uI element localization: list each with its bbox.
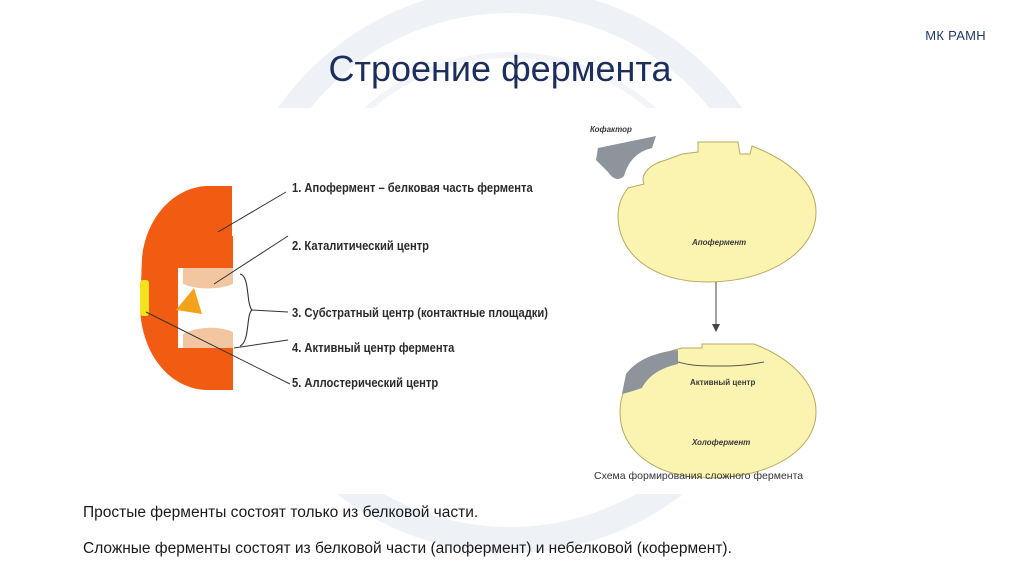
structure-label-3: 3. Субстратный центр (контактные площадк… (292, 305, 548, 320)
catalytic-triangle (176, 288, 202, 314)
structure-label-2: 2. Каталитический центр (292, 238, 430, 253)
enzyme-structure-diagram (140, 186, 291, 390)
complex-enzyme-scheme (596, 136, 817, 479)
bound-cofactor (622, 350, 678, 394)
scheme-caption: Схема формирования сложного фермента (594, 470, 804, 482)
page-title: Строение фермента (328, 48, 672, 89)
brand-label: МК РАМН (925, 28, 986, 43)
leader-line-5 (145, 311, 291, 385)
leader-line-4 (233, 339, 289, 349)
allosteric-site (140, 280, 149, 316)
structure-label-4: 4. Активный центр фермента (292, 340, 455, 355)
contact-pad-bottom (183, 327, 233, 348)
substrate-brace (239, 273, 253, 347)
apoenzyme-ellipse (617, 141, 817, 283)
active-center-label: Активный центр (690, 378, 756, 387)
cofactor-label: Кофактор (590, 125, 632, 134)
active-center-brace (677, 361, 765, 367)
leader-line-2 (213, 235, 289, 285)
structure-label-1: 1. Апофермент – белковая часть фермента (292, 180, 533, 195)
paragraph-complex-enzymes: Сложные ферменты состоят из белковой час… (83, 540, 732, 557)
holoenzyme-label: Холофермент (692, 438, 751, 447)
apoenzyme-shape (140, 186, 233, 390)
paragraph-simple-enzymes: Простые ферменты состоят только из белко… (83, 504, 479, 521)
contact-pad-top (183, 268, 233, 289)
cofactor-shape (596, 136, 656, 179)
leader-line-1 (217, 191, 287, 233)
apoenzyme-label: Апофермент (692, 238, 747, 247)
structure-label-5: 5. Аллостерический центр (292, 375, 439, 390)
